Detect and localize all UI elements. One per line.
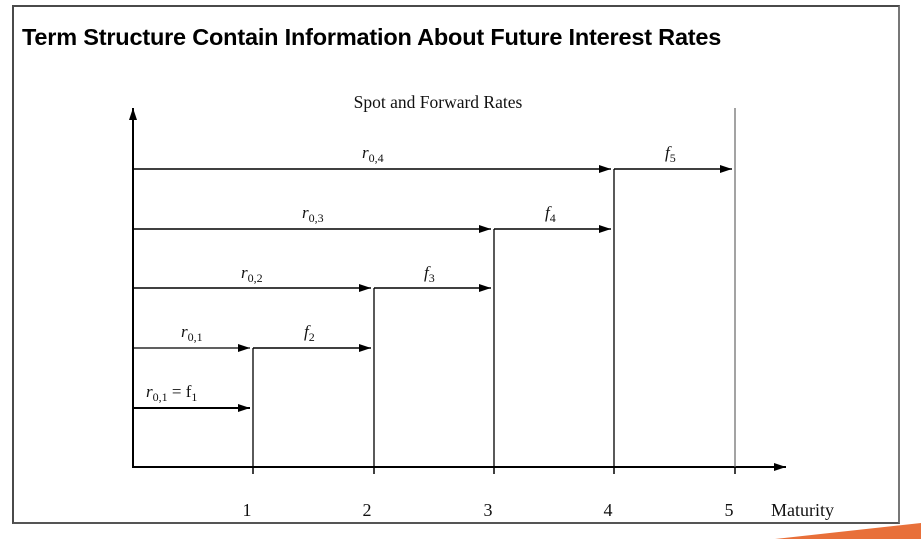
label-f5: f5 [665, 143, 676, 165]
tick-label-5: 5 [725, 500, 734, 520]
x-axis-ticks [252, 467, 736, 474]
tick-label-2: 2 [363, 500, 372, 520]
label-f4: f4 [545, 203, 556, 225]
accent-shape [775, 523, 921, 539]
label-r04: r0,4 [362, 143, 384, 165]
tick-label-1: 1 [243, 500, 252, 520]
tick-label-3: 3 [484, 500, 493, 520]
x-axis-label: Maturity [771, 500, 834, 520]
label-r03: r0,3 [302, 203, 324, 225]
slide-title: Term Structure Contain Information About… [22, 24, 722, 50]
label-f2: f2 [304, 322, 315, 344]
tick-label-4: 4 [604, 500, 613, 520]
step-verticals [252, 169, 615, 467]
slide-frame [12, 5, 900, 524]
label-r01: r0,1 [181, 322, 203, 344]
label-f3: f3 [424, 263, 435, 285]
label-r01-equals-f1: r0,1 = f1 [146, 382, 197, 404]
diagram-title: Spot and Forward Rates [354, 92, 523, 112]
x-tick-labels: 1 2 3 4 5 [243, 500, 734, 520]
label-r02: r0,2 [241, 263, 263, 285]
